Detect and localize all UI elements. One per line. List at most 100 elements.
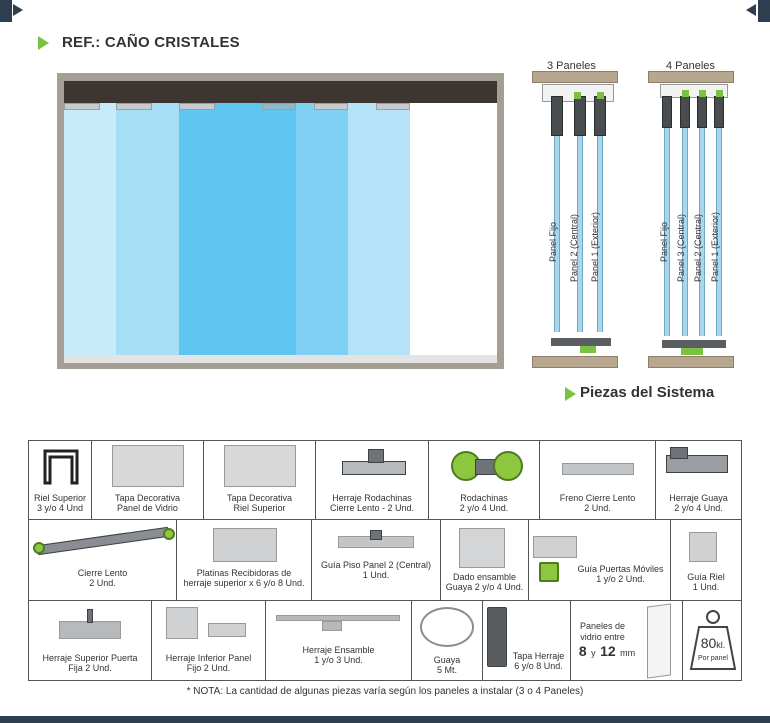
part-label: Freno Cierre Lento 2 Und.: [559, 493, 636, 513]
cable-bracket-top-icon: [670, 447, 688, 459]
glass-panel-fixed: [64, 103, 116, 355]
glass-max: 12: [600, 643, 616, 659]
part-cell-guia-moviles: Guía Puertas Móviles 1 y/o 2 Und.: [528, 519, 671, 601]
assembly-hardware-icon: [276, 615, 400, 621]
part-cell-platinas: Platinas Recibidoras de herraje superior…: [176, 519, 312, 601]
diagram-4-wheel: [682, 90, 689, 97]
corner-marker-left: [0, 0, 12, 22]
part-cell-riel-superior: Riel Superior 3 y/o 4 Und: [28, 440, 92, 520]
glass-min: 8: [578, 643, 587, 659]
roller-bracket-top-icon: [368, 449, 384, 463]
rail-cover-icon: [224, 445, 296, 487]
soft-close-icon: [36, 526, 170, 556]
part-cell-weight: 80kl. Por panel: [682, 600, 742, 681]
part-cell-guaya: Guaya 5 Mt.: [411, 600, 483, 681]
part-cell-tapa-riel: Tapa Decorativa Riel Superior: [203, 440, 316, 520]
render-interior: [64, 81, 497, 363]
part-label: Guía Riel 1 Und.: [687, 572, 725, 592]
diagram-4-top-beam: [648, 71, 734, 83]
diagram-4-hanger: [714, 96, 724, 128]
glass-panel-4: [348, 103, 410, 355]
cable-coil-icon: [420, 607, 474, 647]
rail-clip: [116, 103, 152, 110]
part-label: Dado ensamble Guaya 2 y/o 4 Und.: [445, 572, 524, 592]
footnote: * NOTA: La cantidad de algunas piezas va…: [186, 686, 584, 697]
corner-arrow-right-icon: [746, 4, 756, 16]
part-label: Herraje Rodachinas Cierre Lento - 2 Und.: [329, 493, 415, 513]
diagram-3-panel-1: [597, 136, 603, 332]
rail-clip: [314, 103, 348, 110]
part-cell-guia-riel: Guía Riel 1 Und.: [670, 519, 742, 601]
part-cell-freno: Freno Cierre Lento 2 Und.: [539, 440, 656, 520]
diagram-4-panel-3: [682, 128, 688, 336]
diagram-4-label-fixed: Panel Fijo: [659, 221, 669, 262]
rail-clip: [376, 103, 410, 110]
receiving-plate-icon: [213, 528, 277, 562]
diagram-3-panel-2: [577, 136, 583, 332]
diagram-3-hanger: [594, 96, 606, 136]
part-label: Tapa Herraje 6 y/o 8 Und.: [512, 651, 565, 671]
diagram-3-label-2: Panel 2 (Central): [569, 213, 579, 282]
part-cell-herraje-superior: Herraje Superior Puerta Fija 2 Und.: [28, 600, 152, 681]
diagram-4-wheel: [716, 90, 723, 97]
rail-clip: [179, 103, 215, 110]
piezas-arrow-icon: [565, 387, 576, 401]
bottom-fixed-plate-icon: [208, 623, 246, 637]
part-label: Guía Puertas Móviles 1 y/o 2 Und.: [577, 564, 664, 584]
diagram-4-panel-1: [716, 128, 722, 336]
diagram-3-label-fixed: Panel Fijo: [548, 221, 558, 262]
diagram-4-bottom-hardware: [662, 340, 726, 348]
page-title: REF.: CAÑO CRISTALES: [62, 34, 240, 51]
diagram-4-label-2: Panel 2 (Central): [693, 213, 703, 282]
floor-guide-center-icon: [370, 530, 382, 540]
corner-marker-right: [758, 0, 770, 22]
part-label: Tapa Decorativa Riel Superior: [226, 493, 293, 513]
weight-sub: Por panel: [698, 655, 728, 662]
part-cell-tapa-panel: Tapa Decorativa Panel de Vidrio: [91, 440, 204, 520]
rail-clip: [64, 103, 100, 110]
diagram-3-title: 3 Paneles: [547, 60, 596, 72]
part-label: Herraje Guaya 2 y/o 4 Und.: [669, 493, 728, 513]
part-cell-rodachinas: Rodachinas 2 y/o 4 Und.: [428, 440, 540, 520]
part-label: Herraje Superior Puerta Fija 2 Und.: [42, 653, 138, 673]
bottom-bar: [0, 716, 770, 723]
top-fixed-bolt-icon: [87, 609, 93, 623]
product-render: [57, 73, 504, 369]
weight-icon: [689, 610, 737, 670]
hardware-cover-icon: [487, 607, 507, 667]
diagram-3-bottom-hardware: [551, 338, 611, 346]
diagram-3-top-beam: [532, 71, 618, 83]
diagram-4-wheel: [699, 90, 706, 97]
part-label: Cierre Lento 2 Und.: [77, 568, 128, 588]
rail-clip: [262, 103, 296, 110]
weight-value: 80kl.: [683, 635, 743, 653]
part-cell-tapa-herraje: Tapa Herraje 6 y/o 8 Und.: [482, 600, 571, 681]
diagram-3-panel-fixed: [554, 136, 560, 332]
system-parts-heading: Piezas del Sistema: [580, 384, 715, 401]
diagram-4-floor-beam: [648, 356, 734, 368]
rail-profile-icon: [43, 449, 79, 485]
glass-panel-2: [179, 103, 296, 355]
part-label: Herraje Ensamble 1 y/o 3 Und.: [302, 645, 375, 665]
assembly-clip-icon: [322, 621, 342, 631]
bottom-fixed-hardware-icon: [166, 607, 198, 639]
part-cell-herraje-rodachinas: Herraje Rodachinas Cierre Lento - 2 Und.: [315, 440, 429, 520]
diagram-3-bottom-guide: [580, 346, 596, 353]
part-cell-cierre-lento: Cierre Lento 2 Und.: [28, 519, 177, 601]
soft-close-wheel-icon: [33, 542, 45, 554]
weight-number: 80: [700, 635, 717, 651]
diagram-3-floor-beam: [532, 356, 618, 368]
part-cell-glass-thickness: Paneles de vidrio entre 8 y 12 mm: [570, 600, 683, 681]
part-label: Rodachinas 2 y/o 4 Und.: [459, 493, 509, 513]
diagram-3-hanger: [551, 96, 563, 136]
rail-guide-icon: [689, 532, 717, 562]
diagram-4-hanger: [697, 96, 707, 128]
floor: [64, 355, 497, 363]
part-label: Platinas Recibidoras de herraje superior…: [183, 568, 305, 588]
soft-close-wheel-icon: [163, 528, 175, 540]
corner-arrow-left-icon: [13, 4, 23, 16]
diagram-4-bottom-guide: [681, 348, 703, 355]
title-arrow-icon: [38, 36, 49, 50]
brake-icon: [562, 463, 634, 475]
roller-wheel-icon: [493, 451, 523, 481]
